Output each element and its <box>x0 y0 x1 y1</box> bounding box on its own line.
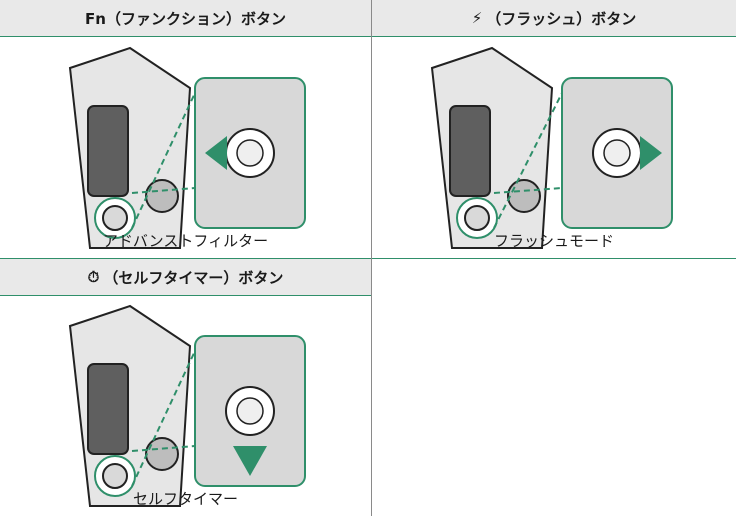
column-divider <box>371 0 372 516</box>
empty-panel <box>372 258 736 517</box>
panel-header: ⚡ （フラッシュ）ボタン <box>372 0 736 37</box>
flash-icon: ⚡ <box>471 9 483 27</box>
panel-flash-button: ⚡ （フラッシュ）ボタン フラッシュモード <box>372 0 736 258</box>
camera-illustration <box>68 46 306 249</box>
panel-title: Fn（ファンクション）ボタン <box>85 9 286 28</box>
panel-title: （セルフタイマー）ボタン <box>103 268 284 287</box>
panel-caption: アドバンストフィルター <box>102 232 269 250</box>
panel-caption: セルフタイマー <box>132 490 238 508</box>
panel-caption: フラッシュモード <box>493 232 614 250</box>
self-timer-icon: ⏱ <box>87 268 100 286</box>
camera-illustration <box>430 46 673 249</box>
panel-fn-button: Fn（ファンクション）ボタン アドバンストフィルター <box>0 0 371 258</box>
camera-illustration <box>68 304 306 507</box>
panel-header: ⏱ （セルフタイマー）ボタン <box>0 258 371 296</box>
panel-title: （フラッシュ）ボタン <box>486 9 637 28</box>
panel-self-timer-button: ⏱ （セルフタイマー）ボタン セルフタイマー <box>0 258 371 516</box>
panel-header: Fn（ファンクション）ボタン <box>0 0 371 37</box>
